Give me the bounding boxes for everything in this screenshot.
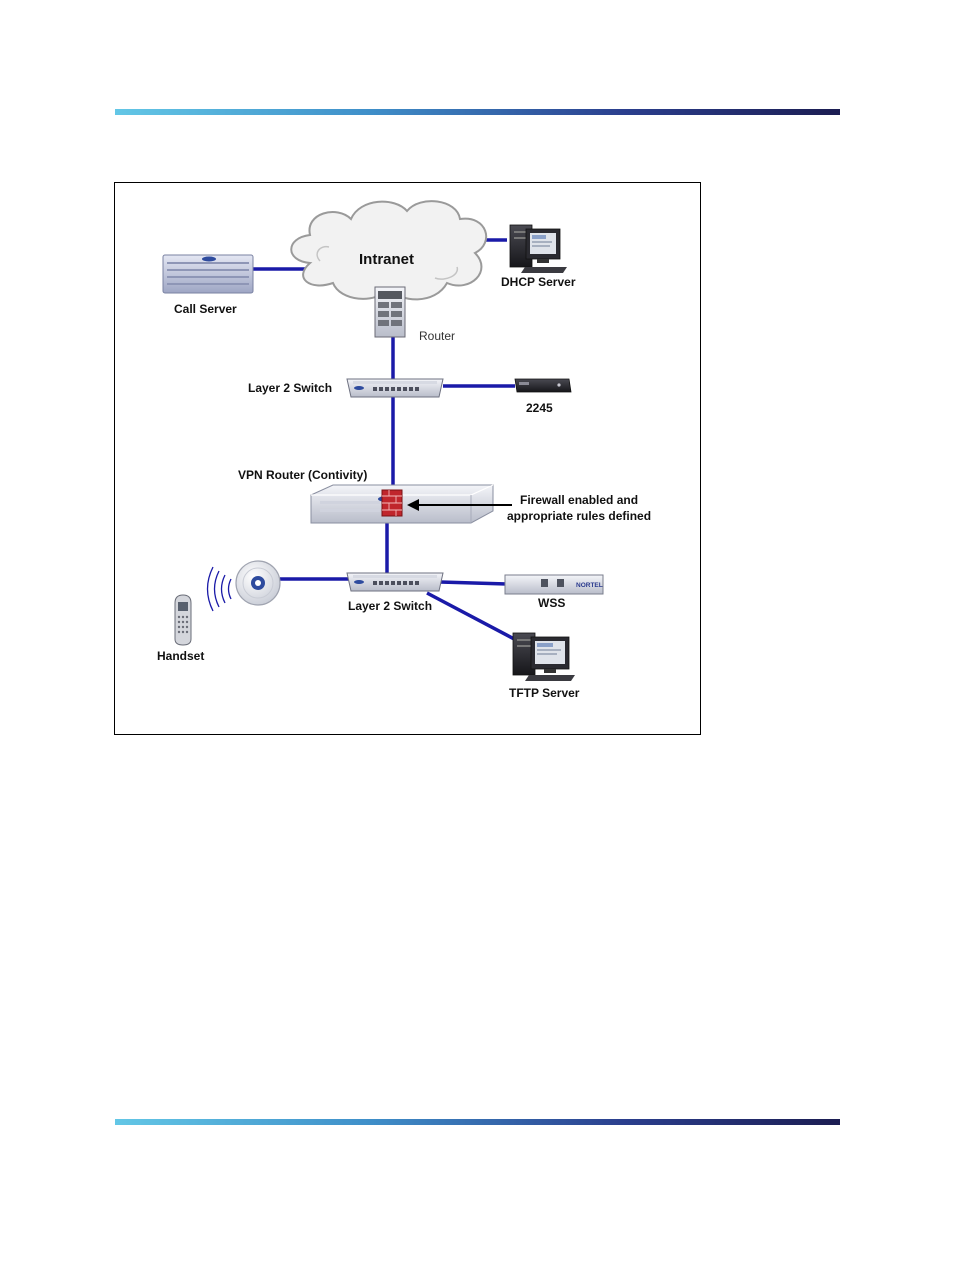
- handset-label: Handset: [157, 649, 204, 663]
- wss-label: WSS: [538, 596, 565, 610]
- access-point-icon: [236, 561, 280, 605]
- vpn-router-label: VPN Router (Contivity): [238, 468, 367, 482]
- network-diagram-frame: Intranet Call Server DHCP Server Router: [114, 182, 701, 735]
- call-server-icon: [163, 255, 253, 293]
- link-switch2-wss: [440, 582, 507, 584]
- device-2245-label: 2245: [526, 401, 553, 415]
- nortel-logo: NORTEL: [576, 582, 603, 589]
- tftp-server-label: TFTP Server: [509, 686, 580, 700]
- layer2-switch-top-label: Layer 2 Switch: [248, 381, 332, 395]
- call-server-label: Call Server: [174, 302, 237, 316]
- header-rule: [115, 109, 840, 115]
- layer2-switch-bottom-label: Layer 2 Switch: [348, 599, 432, 613]
- network-diagram: Intranet Call Server DHCP Server Router: [115, 183, 702, 736]
- tftp-server-icon: [513, 633, 575, 681]
- handset-icon: [175, 595, 191, 645]
- wireless-signal-icon: [208, 567, 232, 611]
- layer2-switch-bottom-icon: [347, 573, 443, 591]
- dhcp-server-icon: [510, 225, 567, 273]
- router-label: Router: [419, 329, 455, 343]
- footer-rule: [115, 1119, 840, 1125]
- dhcp-server-label: DHCP Server: [501, 275, 576, 289]
- router-icon: [375, 287, 405, 337]
- intranet-label: Intranet: [359, 251, 414, 268]
- firewall-label-line1: Firewall enabled and: [520, 493, 638, 507]
- firewall-icon: [382, 490, 402, 516]
- layer2-switch-top-icon: [347, 379, 443, 397]
- firewall-label-line2: appropriate rules defined: [507, 509, 651, 523]
- device-2245-icon: [515, 379, 571, 392]
